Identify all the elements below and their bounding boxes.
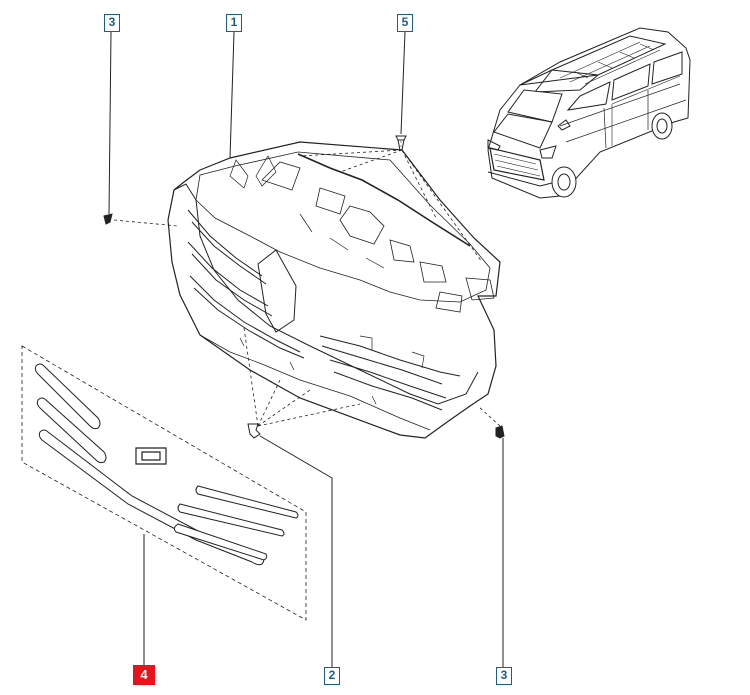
callout-part-3-top[interactable]: 3: [104, 14, 120, 32]
callout-leaders: [108, 31, 504, 667]
clip-bottom-right: [495, 425, 505, 439]
callout-part-3-bottom[interactable]: 3: [496, 667, 512, 685]
callout-part-2[interactable]: 2: [324, 667, 340, 685]
radiator-grille-assembly: [167, 141, 501, 439]
screw-top: [395, 135, 407, 151]
callout-part-5[interactable]: 5: [397, 14, 413, 32]
van-illustration: [487, 27, 691, 199]
assembly-leaders: [113, 149, 501, 427]
callout-part-4-highlighted[interactable]: 4: [133, 665, 155, 685]
callout-part-1[interactable]: 1: [226, 14, 242, 32]
trim-strip-kit: [21, 345, 307, 621]
clip-top-left: [103, 213, 113, 225]
